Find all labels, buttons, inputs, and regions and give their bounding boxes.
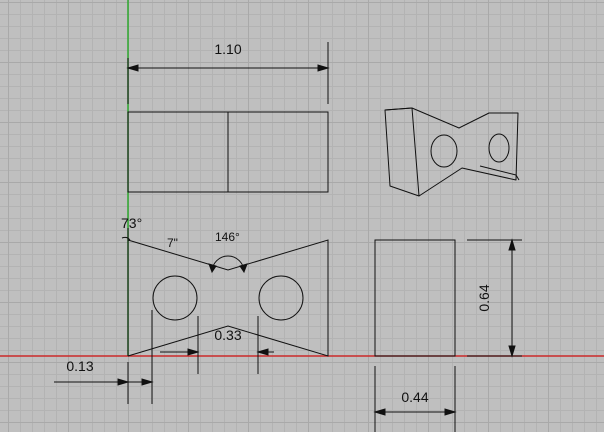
dim-label-height: 0.64 [476, 284, 492, 311]
dim-label-angle-notch: 146° [215, 230, 240, 244]
dimension-height[interactable] [467, 238, 522, 358]
angle-annotations[interactable] [121, 228, 248, 274]
dimension-overall-width[interactable] [126, 42, 330, 104]
isometric-view[interactable] [384, 107, 520, 197]
hole-right[interactable] [258, 275, 304, 321]
dim-label-offset: 0.13 [66, 358, 93, 374]
dimension-depth[interactable] [373, 366, 457, 432]
dim-label-notch-width: 0.33 [214, 327, 241, 343]
iso-hole-left[interactable] [430, 134, 458, 168]
dim-label-angle-slope: 7" [167, 236, 178, 250]
hole-left[interactable] [152, 275, 198, 321]
side-view[interactable] [374, 239, 456, 357]
dim-label-overall-width: 1.10 [214, 41, 241, 57]
dimension-offset[interactable] [54, 310, 154, 404]
dim-label-depth: 0.44 [401, 389, 428, 405]
iso-hole-right[interactable] [488, 133, 510, 163]
dim-label-angle-left: 73° [121, 215, 142, 231]
top-view[interactable] [127, 111, 329, 193]
dimension-notch-width[interactable] [160, 316, 274, 374]
